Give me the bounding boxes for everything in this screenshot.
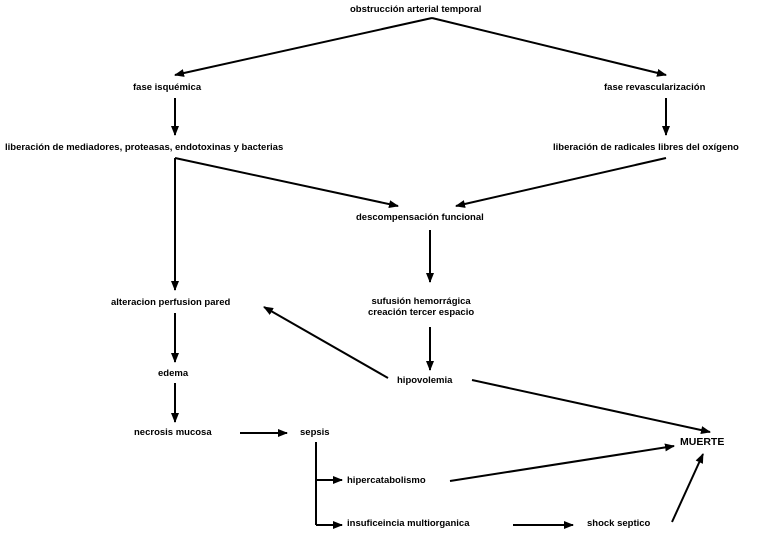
arrow-hipercatabolismo-to-muerte [449, 443, 675, 482]
node-liberacion-mediadores: liberación de mediadores, proteasas, end… [5, 142, 284, 153]
node-sepsis: sepsis [300, 427, 330, 438]
node-muerte: MUERTE [680, 436, 725, 448]
node-edema: edema [158, 368, 189, 379]
arrow-obstruccion-to-revascularizacion [431, 17, 667, 77]
arrow-radicales-to-descompensacion [455, 157, 667, 208]
node-hipercatabolismo: hipercatabolismo [347, 475, 426, 486]
node-fase-revascularizacion: fase revascularización [604, 82, 706, 93]
node-fase-isquemica: fase isquémica [133, 82, 202, 93]
node-necrosis: necrosis mucosa [134, 427, 212, 438]
node-liberacion-radicales: liberación de radicales libres del oxíge… [553, 142, 739, 153]
arrow-hipovolemia-to-alteracion [263, 306, 389, 379]
node-descompensacion: descompensación funcional [356, 212, 484, 223]
arrow-obstruccion-to-isquemica [174, 17, 433, 77]
arrow-hipovolemia-to-muerte [471, 379, 711, 434]
node-hipovolemia: hipovolemia [397, 375, 453, 386]
arrow-shock-to-muerte [671, 453, 704, 523]
node-sufusion-line1: sufusión hemorrágica [371, 296, 471, 307]
node-sufusion: sufusión hemorrágica creación tercer esp… [368, 296, 474, 318]
node-obstruccion: obstrucción arterial temporal [350, 4, 482, 15]
arrow-mediadores-to-descompensacion [174, 157, 399, 209]
node-sufusion-line2: creación tercer espacio [368, 307, 475, 318]
node-shock: shock septico [587, 518, 651, 529]
node-insuficiencia: insuficeincia multiorganica [347, 518, 470, 529]
node-alteracion-perfusion: alteracion perfusion pared [111, 297, 231, 308]
